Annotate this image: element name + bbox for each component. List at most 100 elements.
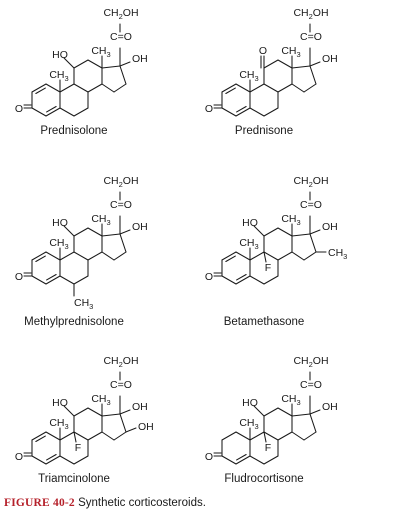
bond	[291, 65, 311, 69]
bond	[113, 431, 127, 441]
bond	[45, 455, 61, 465]
double-bond	[46, 105, 57, 113]
compound-name: Prednisone	[235, 125, 293, 137]
bond	[221, 455, 237, 465]
bond	[73, 431, 77, 443]
bond	[249, 455, 265, 465]
bond	[277, 431, 293, 441]
bond	[291, 413, 311, 417]
bond	[73, 83, 89, 93]
c17-hydroxyl-label: OH	[132, 53, 148, 65]
bond	[249, 431, 265, 441]
bond	[119, 61, 131, 67]
double-bond	[236, 453, 247, 461]
bond	[263, 455, 279, 465]
bond	[73, 275, 89, 285]
c18-methyl-label: CH3	[281, 213, 300, 227]
c19-methyl-label: CH3	[49, 237, 68, 251]
bond	[303, 431, 317, 441]
bond	[63, 225, 75, 237]
bond	[277, 83, 293, 93]
bond	[113, 83, 127, 93]
c18-methyl-label: CH3	[91, 393, 110, 407]
bond	[235, 275, 251, 285]
bond	[221, 107, 237, 117]
bond	[73, 407, 89, 417]
bond	[73, 431, 89, 441]
c21-hydroxymethyl-label: CH2OH	[293, 7, 328, 21]
bond	[101, 413, 121, 417]
bond	[263, 431, 279, 441]
bond	[59, 455, 75, 465]
bond	[291, 251, 305, 261]
c11-hydroxyl-label: HO	[242, 217, 258, 229]
c20-carbonyl-label: C=O	[110, 379, 132, 391]
bond	[253, 405, 265, 417]
bond	[263, 107, 279, 117]
bond	[119, 233, 127, 253]
bond	[59, 251, 75, 261]
figure-caption: FIGURE 40-2 Synthetic corticosteroids.	[4, 497, 206, 509]
c21-hydroxymethyl-label: CH2OH	[103, 7, 138, 21]
bond	[119, 409, 131, 415]
c18-methyl-label: CH3	[91, 213, 110, 227]
bond	[59, 275, 75, 285]
double-bond	[35, 435, 46, 443]
double-bond	[35, 87, 46, 95]
c20-carbonyl-label: C=O	[300, 31, 322, 43]
bond	[263, 407, 279, 417]
c20-carbonyl-label: C=O	[110, 31, 132, 43]
bond	[31, 431, 47, 441]
compound-name: Betamethasone	[224, 316, 305, 328]
bond	[31, 455, 47, 465]
compound-name: Triamcinolone	[38, 473, 110, 485]
c21-hydroxymethyl-label: CH2OH	[103, 355, 138, 369]
bond	[263, 251, 267, 263]
bond	[87, 431, 103, 441]
bond	[303, 251, 317, 261]
bond	[31, 107, 47, 117]
bond	[59, 431, 75, 441]
bond	[119, 65, 127, 85]
double-bond	[225, 87, 236, 95]
double-bond	[236, 273, 247, 281]
bond	[277, 251, 293, 261]
bond	[253, 225, 265, 237]
bond	[87, 83, 103, 93]
bond	[73, 455, 89, 465]
figure-caption-text: Synthetic corticosteroids.	[78, 497, 206, 509]
bond	[263, 275, 279, 285]
c18-methyl-label: CH3	[281, 45, 300, 59]
bond	[87, 59, 103, 69]
c20-carbonyl-label: C=O	[110, 199, 132, 211]
double-bond	[46, 453, 57, 461]
c16-hydroxyl-label: OH	[138, 421, 154, 433]
c19-methyl-label: CH3	[239, 237, 258, 251]
c9-fluorine-label: F	[265, 262, 271, 274]
bond	[249, 107, 265, 117]
bond	[309, 65, 317, 85]
bond	[101, 233, 121, 237]
bond	[235, 455, 251, 465]
bond	[263, 251, 279, 261]
bond	[263, 227, 279, 237]
bond	[101, 251, 115, 261]
c17-hydroxyl-label: OH	[322, 53, 338, 65]
double-bond	[35, 255, 46, 263]
bond	[31, 83, 47, 93]
c11-hydroxyl-label: HO	[52, 49, 68, 61]
c3-oxygen-label: O	[205, 451, 213, 463]
c20-carbonyl-label: C=O	[300, 199, 322, 211]
bond	[73, 107, 89, 117]
bond	[31, 251, 47, 261]
bond	[263, 431, 267, 443]
bond	[277, 407, 293, 417]
bond	[73, 227, 89, 237]
bond	[45, 431, 61, 441]
bond	[249, 83, 265, 93]
bond	[45, 83, 61, 93]
bond	[263, 59, 279, 69]
c21-hydroxymethyl-label: CH2OH	[293, 355, 328, 369]
